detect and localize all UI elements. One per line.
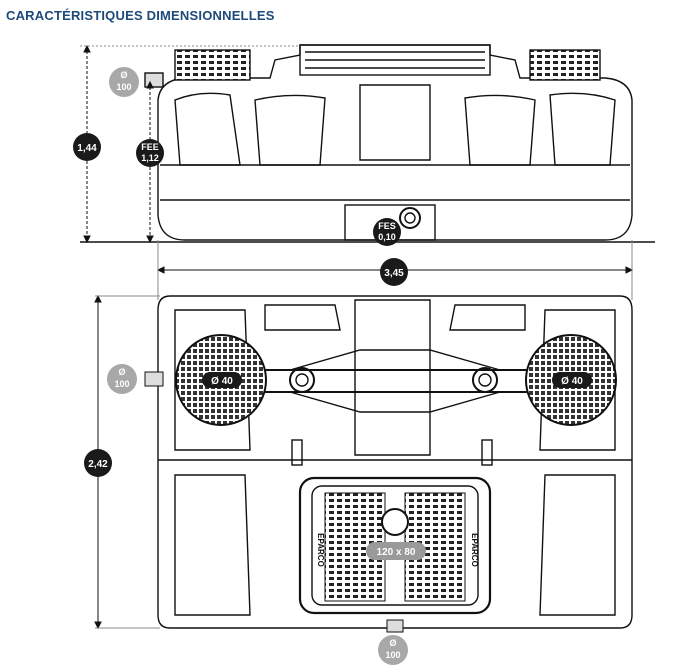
brand-label-right: EPARCO [470,533,479,567]
cover-center-knob [381,508,409,536]
fee-badge: FEE 1,12 [136,139,164,167]
svg-text:100: 100 [114,379,129,389]
svg-text:1,12: 1,12 [141,153,159,163]
svg-text:Ø: Ø [118,367,125,377]
svg-text:0,10: 0,10 [378,232,396,242]
left-access-label: Ø 40 [211,376,233,387]
svg-text:FEE: FEE [141,142,159,152]
side-view [80,44,655,243]
side-inlet-pipe [144,72,164,88]
bottom-outlet-badge: Ø 100 [378,635,408,665]
width-badge: 2,42 [84,449,112,477]
top-hatch [299,44,491,76]
page-title: CARACTÉRISTIQUES DIMENSIONNELLES [6,8,275,23]
top-view [157,295,633,629]
fes-badge: FES 0,10 [373,218,401,246]
cover-size-label: 120 x 80 [377,547,416,558]
cover-size-label-bg [366,542,426,560]
height-badge: 1,44 [73,133,101,161]
svg-text:Ø: Ø [389,638,396,648]
right-access-label: Ø 40 [561,376,583,387]
length-badge: 3,45 [380,258,408,286]
tank-top-outline [157,295,633,629]
svg-text:100: 100 [385,650,400,660]
svg-text:FES: FES [378,221,396,231]
right-vent-cap [529,49,601,81]
svg-text:2,42: 2,42 [88,459,108,470]
svg-text:1,44: 1,44 [77,143,97,154]
side-inlet-badge: Ø 100 [109,67,139,97]
svg-text:100: 100 [116,82,131,92]
left-access-label-bg [202,372,242,388]
svg-text:3,45: 3,45 [384,268,404,279]
bottom-outlet-pipe [386,619,404,633]
right-access-label-bg [552,372,592,388]
left-vent-cap [174,49,251,81]
top-inlet-pipe [144,371,164,387]
top-inlet-badge: Ø 100 [107,364,137,394]
svg-text:Ø: Ø [120,70,127,80]
cover-frame [298,476,492,615]
brand-label-left: EPARCO [316,533,325,567]
